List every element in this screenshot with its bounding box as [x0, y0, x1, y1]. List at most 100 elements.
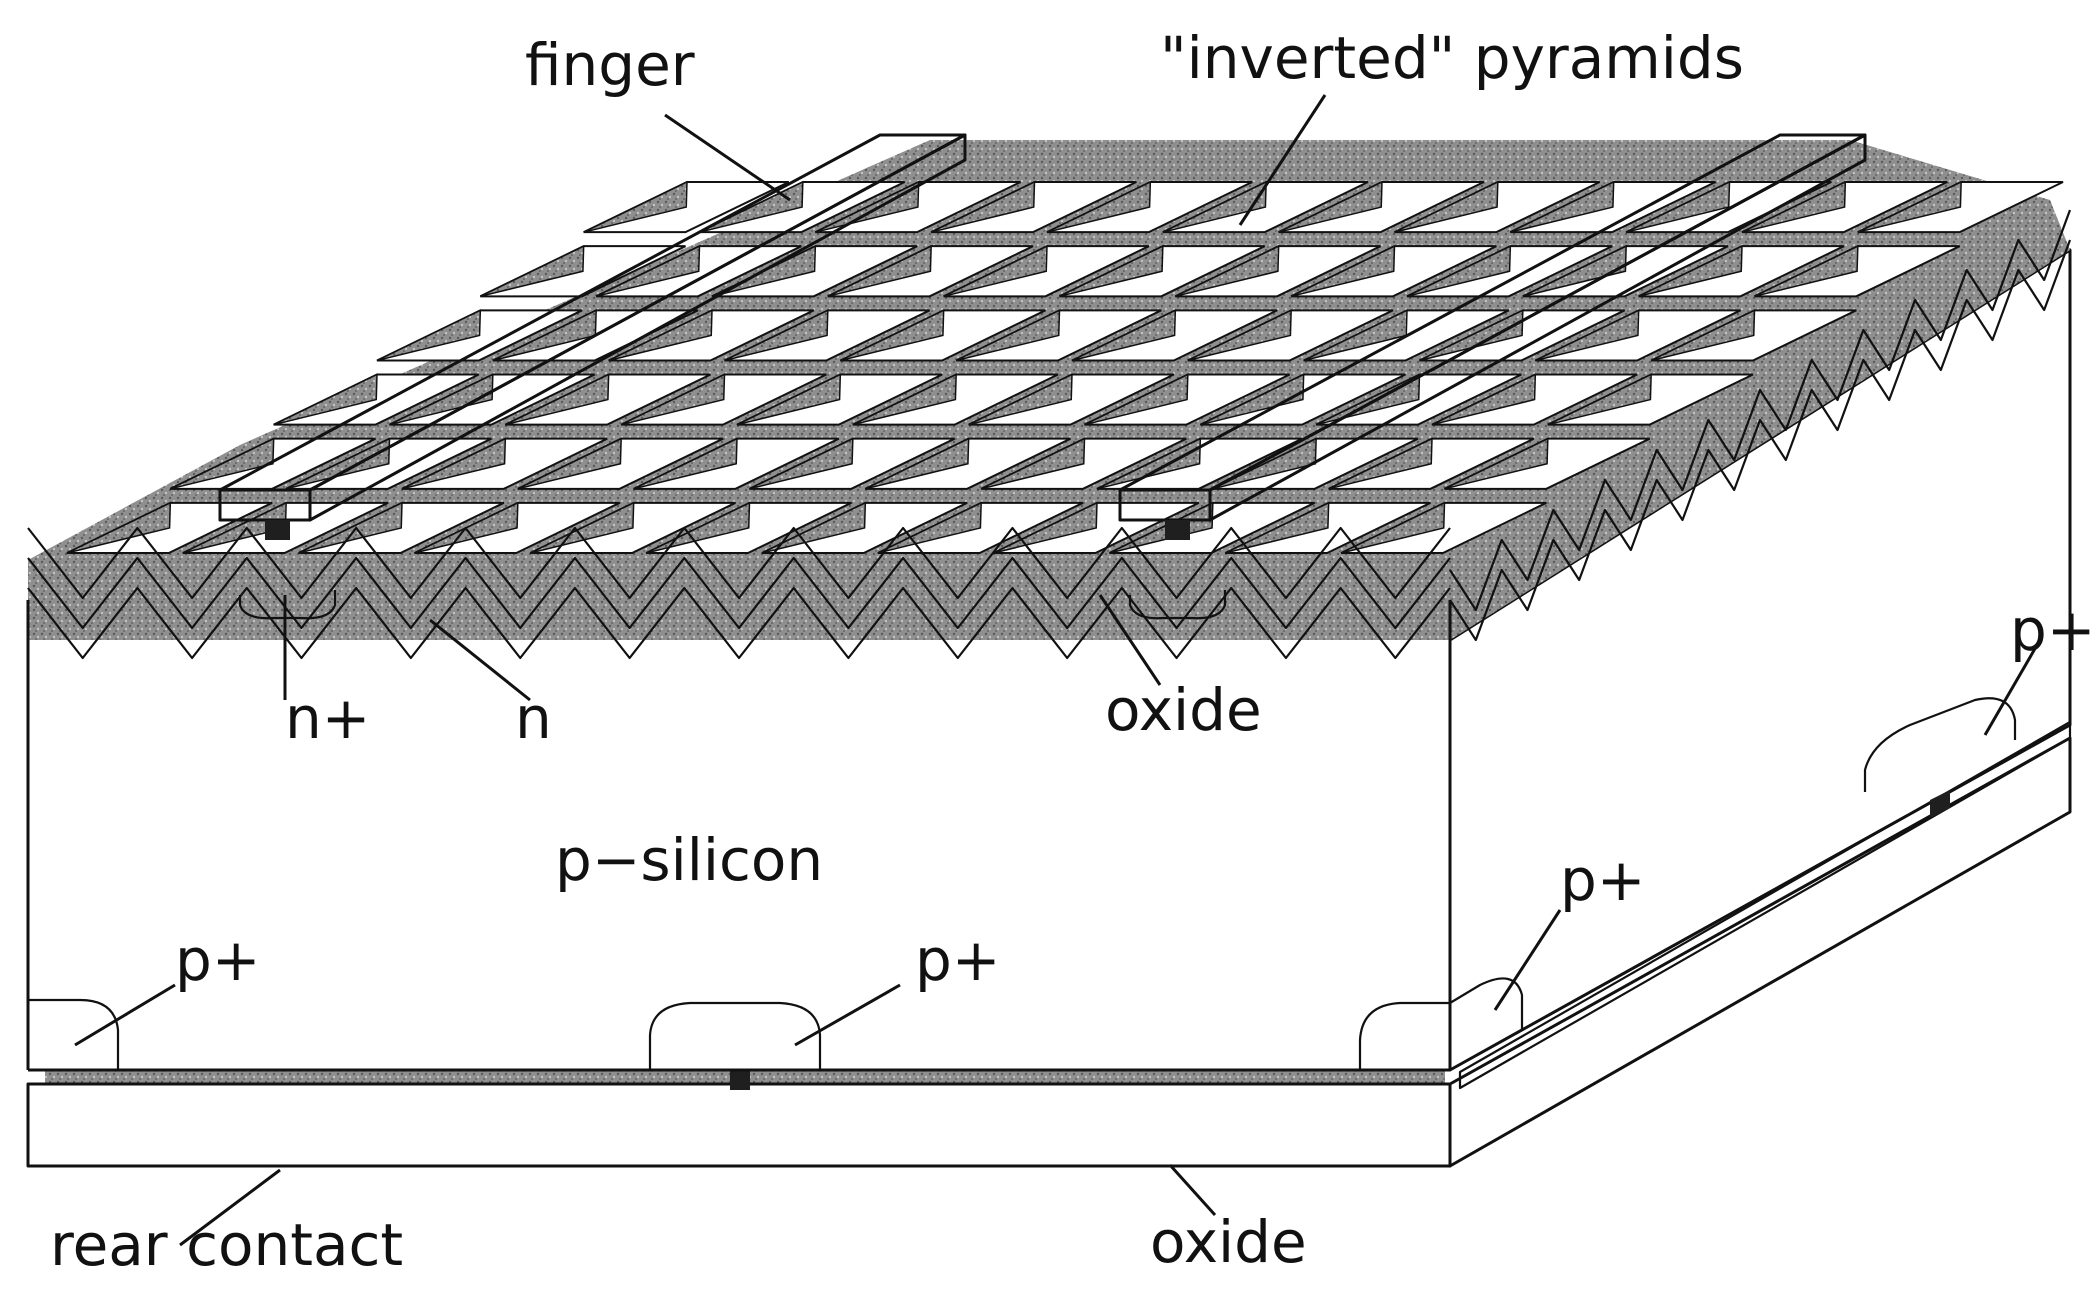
pyramid-facet [761, 501, 867, 554]
pyramid-facet [968, 373, 1073, 426]
pyramid-facet [1278, 180, 1383, 233]
pyramid-facet [492, 309, 597, 362]
pyramid-facet [724, 309, 829, 362]
pyramid-facet [1059, 244, 1164, 298]
label-oxide-bottom: oxide [1150, 1208, 1307, 1276]
label-n: n [515, 684, 552, 752]
p-plus-region-side-lower [1449, 977, 1524, 1030]
pyramid-facet [1406, 244, 1512, 298]
pyramid-facet [1625, 180, 1731, 233]
pyramid-facet [1212, 437, 1317, 490]
label-n-plus: n+ [285, 684, 370, 752]
pyramid-facet [749, 437, 854, 490]
pyramid-facet [955, 309, 1061, 362]
pyramid-facet [1175, 244, 1280, 298]
pyramid-facet [1162, 180, 1267, 233]
pyramid-facet [1857, 180, 1962, 233]
n-plus-region-left [238, 590, 337, 620]
pyramid-facet [1340, 501, 1446, 554]
pyramid-facet [1290, 244, 1396, 298]
label-p-silicon: p−silicon [555, 826, 823, 894]
pyramid-facet [930, 180, 1036, 233]
pyramid-facet [273, 373, 378, 426]
pyramid-facet [182, 501, 287, 554]
pyramid-facet [1200, 373, 1305, 426]
block-front-face [28, 600, 1450, 1070]
pyramid-facet [1535, 309, 1640, 362]
pyramid-facet [530, 501, 635, 554]
pyramid-facet [736, 373, 842, 426]
n-boundary-line [27, 586, 1451, 660]
pyramid-facet [583, 180, 688, 233]
pyramid-facet [1754, 244, 1859, 298]
pyramid-facet [852, 373, 957, 426]
front-zigzag-layers [27, 526, 1451, 660]
pyramid-facet [1225, 501, 1330, 554]
pyramid-facet [827, 244, 932, 298]
rear-contact-front [26, 1082, 1452, 1168]
pyramid-facet [815, 180, 920, 233]
pyramid-facet [865, 437, 970, 490]
pyramid-facet [1444, 437, 1549, 490]
pyramid-facet [1431, 373, 1537, 426]
pyramid-facet [1303, 309, 1408, 362]
side-zigzag-layers [1449, 209, 2072, 642]
pyramid-facet [1315, 373, 1421, 426]
pyramid-facet [993, 501, 1098, 554]
pyramid-facet [1187, 309, 1292, 362]
pyramid-facet [840, 309, 945, 362]
label-oxide-top: oxide [1105, 676, 1262, 744]
pyramid-facet [66, 501, 172, 554]
pyramid-facet [1638, 244, 1743, 298]
pyramid-facet [376, 309, 482, 362]
label-inverted-pyramids: "inverted" pyramids [1160, 24, 1744, 92]
pyramid-facet [1046, 180, 1152, 233]
pyramid-facet [1394, 180, 1499, 233]
pyramid-facet [1328, 437, 1433, 490]
p-plus-region-side-upper [1863, 697, 2017, 792]
label-p-plus-middle: p+ [915, 926, 1000, 994]
pyramid-facet [505, 373, 610, 426]
pyramid-facet [633, 437, 738, 490]
pyramid-facet [517, 437, 622, 490]
p-plus-region-right-front [1358, 1001, 1450, 1070]
rear-contact-gap-side [1930, 790, 1950, 818]
pyramid-facet [1741, 180, 1847, 233]
label-rear-contact: rear contact [50, 1211, 403, 1279]
label-p-plus-right-mid: p+ [1560, 846, 1645, 914]
pyramid-facet [595, 244, 701, 298]
p-plus-region-left [28, 998, 120, 1070]
finger-left [218, 133, 967, 540]
label-p-plus-left: p+ [175, 926, 260, 994]
leader-lines [74, 94, 2042, 1247]
pyramid-facet [1109, 501, 1214, 554]
pyramid-facet [1510, 180, 1615, 233]
pyramid-facet [480, 244, 585, 298]
n-plus-region-right [1128, 590, 1227, 620]
pyramid-facet [1547, 373, 1652, 426]
pyramid-facet [877, 501, 982, 554]
rear-contact-gap-1 [730, 1070, 750, 1090]
pyramid-facet [699, 180, 804, 233]
pyramid-facet [1650, 309, 1756, 362]
pyramid-facet [389, 373, 494, 426]
rear-contact-side [1448, 736, 2072, 1168]
oxide-zigzag-band [27, 526, 1451, 600]
pyramid-facet [645, 501, 751, 554]
pyramid-facet [298, 501, 403, 554]
pyramid-facet [980, 437, 1086, 490]
pyramid-facet [1071, 309, 1177, 362]
pyramid-facet [943, 244, 1048, 298]
pyramid-facet [401, 437, 507, 490]
finger-right [1118, 133, 1867, 540]
p-plus-region-middle [648, 1001, 822, 1070]
label-finger: finger [525, 31, 695, 99]
pyramid-facet [1522, 244, 1627, 298]
n-layer-zigzag [27, 556, 1451, 630]
label-p-plus-right-top: p+ [2010, 596, 2091, 664]
pyramid-facet [620, 373, 726, 426]
pyramid-facet [1084, 373, 1189, 426]
inverted-pyramid-grid [66, 180, 2064, 554]
pyramid-facet [608, 309, 713, 362]
